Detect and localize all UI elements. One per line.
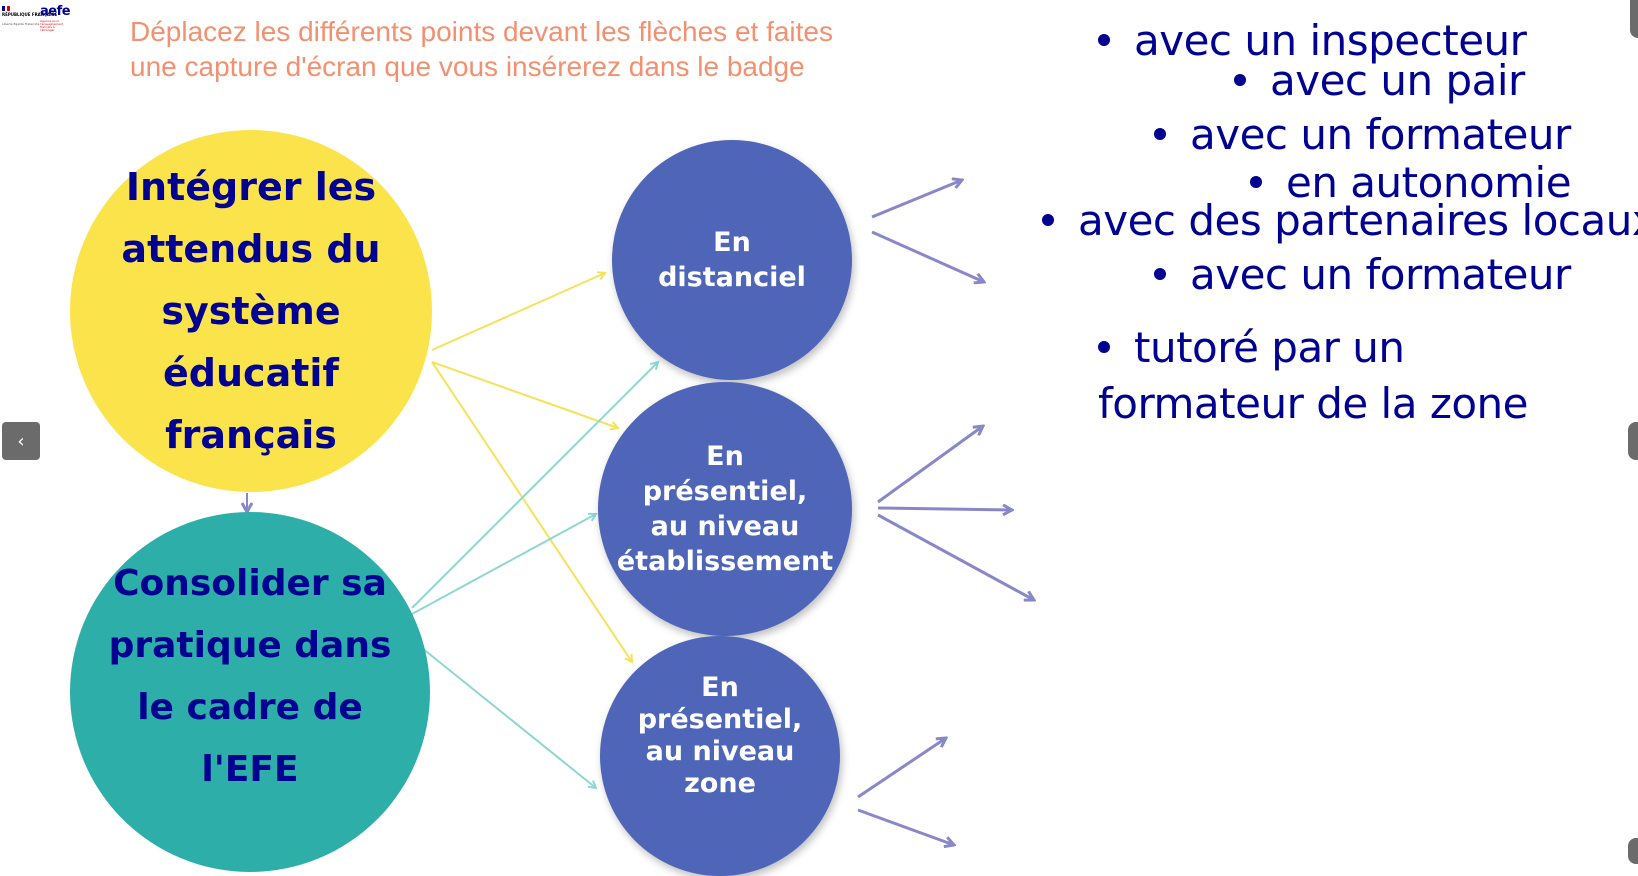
draggable-option-inspecteur[interactable]: avec un inspecteur — [1098, 16, 1527, 66]
previous-slide-button[interactable]: ‹ — [2, 422, 40, 460]
instructions-text: Déplacez les différents points devant le… — [130, 16, 833, 82]
aefe-logo: RÉPUBLIQUE FRANÇAISE Liberté Égalité Fra… — [2, 4, 72, 32]
mode-etablissement: En présentiel, au niveau établissement — [598, 382, 852, 636]
arrow-teal-etablissement — [411, 514, 596, 615]
goal-integrer: Intégrer les attendus du système éducati… — [70, 130, 432, 492]
goal-line: Consolider sa — [113, 563, 387, 604]
logo-motto: Liberté Égalité Fraternité — [2, 22, 40, 26]
logo-aefe: aefe — [40, 4, 71, 19]
bullet-icon — [1098, 33, 1110, 46]
goal-line: le cadre de — [137, 687, 363, 728]
mode-line: au niveau — [650, 511, 800, 542]
bullet-icon — [1234, 73, 1246, 86]
logo-agence: Agence pour l'enseignement français à l'… — [40, 19, 64, 32]
mode-distanciel: En distanciel — [612, 140, 852, 380]
goal-line: français — [165, 413, 337, 457]
draggable-option-pair[interactable]: avec un pair — [1234, 56, 1525, 106]
draggable-option-formateur[interactable]: avec un formateur — [1154, 110, 1571, 160]
mode-line: établissement — [616, 546, 834, 577]
draggable-option-partenaires[interactable]: avec des partenaires locaux — [1042, 196, 1638, 246]
mode-line: En — [713, 227, 751, 258]
draggable-option-formateur-2[interactable]: avec un formateur — [1154, 250, 1571, 300]
mode-line: En — [706, 441, 744, 472]
output-arrow — [877, 508, 1012, 510]
goal-line: Intégrer les — [125, 165, 377, 209]
draggable-option-tutore[interactable]: tutoré par un formateur de la zone — [1098, 323, 1529, 428]
goal-consolider: Consolider sa pratique dans le cadre de … — [70, 512, 430, 872]
bullet-icon — [1250, 175, 1262, 188]
bullet-icon — [1098, 340, 1110, 353]
goal-line: attendus du — [121, 227, 381, 271]
arrow-yellow-etablissement — [431, 361, 618, 428]
arrow-teal-zone — [411, 639, 596, 788]
arrow-yellow-distanciel — [431, 273, 605, 351]
logo-republique: RÉPUBLIQUE FRANÇAISE — [2, 12, 58, 17]
yellow-arrows — [431, 273, 632, 662]
bullet-icon — [1154, 267, 1166, 280]
french-flag-icon — [2, 6, 11, 11]
goal-line: système éducatif — [161, 289, 341, 395]
mode-line: présentiel, — [637, 704, 803, 735]
draggable-option-autonomie[interactable]: en autonomie — [1250, 158, 1572, 208]
output-arrow — [857, 738, 946, 799]
output-arrow — [857, 808, 954, 845]
mode-line: présentiel, — [642, 476, 808, 507]
output-arrows — [857, 180, 1034, 845]
mode-line: zone — [684, 768, 756, 799]
output-arrow — [877, 426, 983, 504]
bullet-icon — [1042, 213, 1054, 226]
mode-line: au niveau — [645, 736, 795, 767]
bullet-icon — [1154, 127, 1166, 140]
next-slide-button[interactable] — [1628, 422, 1638, 460]
output-arrow — [871, 180, 962, 219]
edge-handle-top[interactable] — [1630, 0, 1638, 38]
goal-line: l'EFE — [201, 749, 299, 790]
mode-zone: En présentiel, au niveau zone — [600, 636, 840, 876]
edge-handle-bottom[interactable] — [1628, 838, 1638, 864]
mode-line: En — [701, 672, 739, 703]
goal-line: pratique dans — [108, 625, 392, 666]
mode-line: distanciel — [658, 262, 806, 293]
output-arrow — [871, 230, 984, 282]
chevron-left-icon: ‹ — [17, 430, 25, 452]
output-arrow — [877, 513, 1034, 600]
